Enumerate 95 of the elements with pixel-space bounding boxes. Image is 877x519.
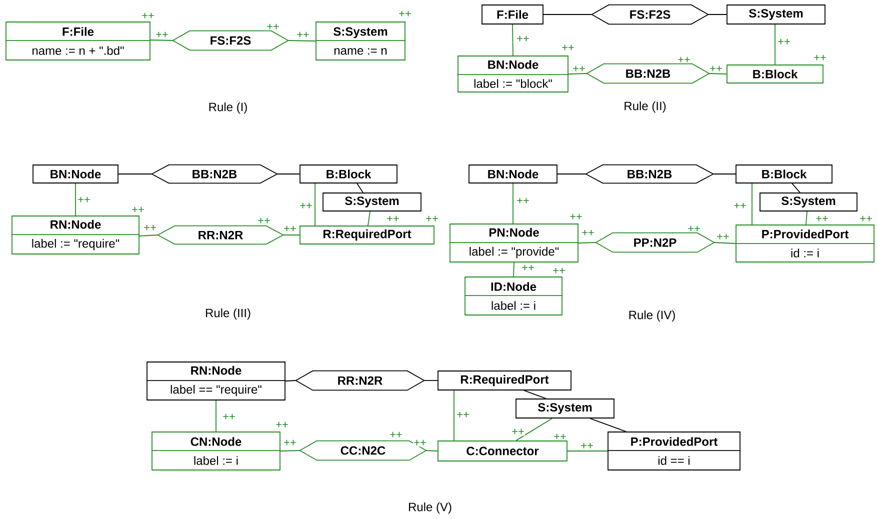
connector-line	[356, 183, 364, 193]
class-box: S:System	[726, 4, 826, 24]
edge-label: ++	[709, 65, 723, 73]
plus-marker: ++	[860, 216, 872, 222]
connector-line	[516, 418, 552, 441]
edge-label: ++	[283, 225, 297, 233]
connector-line	[590, 418, 626, 432]
connector-line	[314, 183, 316, 226]
class-box: ID:Node label := i	[464, 276, 563, 316]
edge-label: ++	[581, 229, 595, 237]
connector-line	[806, 211, 808, 225]
rule-caption: Rule (IV)	[629, 310, 675, 322]
class-box: P:ProvidedPort id == i	[607, 432, 741, 470]
connector-line	[512, 24, 514, 56]
edge-label: ++	[77, 196, 91, 204]
connector-line	[714, 242, 736, 244]
plus-marker: ++	[142, 12, 154, 18]
connector-line	[774, 24, 776, 65]
connector-line	[282, 234, 300, 236]
class-box: B:Block	[300, 164, 398, 184]
connector-line	[139, 234, 158, 236]
edge-label: ++	[299, 202, 313, 210]
plus-marker: ++	[554, 434, 566, 440]
connector-line	[285, 380, 296, 382]
class-box: C:Connector	[438, 440, 568, 462]
class-box: S:System name := n	[315, 22, 406, 60]
connector-line	[280, 450, 300, 452]
class-box: F:File name := n + ".bd"	[5, 22, 151, 60]
plus-marker: ++	[276, 422, 288, 428]
connector-line	[568, 73, 588, 74]
rule-caption: Rule (I)	[209, 102, 247, 114]
edge-label: ++	[777, 38, 791, 46]
edge-label: ++	[155, 31, 169, 39]
rule-caption: Rule (II)	[624, 101, 666, 113]
connector-line	[424, 380, 438, 381]
class-box: B:Block	[726, 64, 824, 84]
class-box: B:Block	[736, 164, 832, 184]
plus-marker: ++	[562, 44, 574, 50]
plus-marker: ++	[688, 226, 700, 232]
class-box: BN:Node label := "block"	[457, 56, 569, 92]
class-box: R:RequiredPort	[438, 370, 572, 390]
rule-caption: Rule (III)	[206, 308, 250, 320]
connector-line	[578, 242, 596, 244]
connector-line	[368, 211, 370, 226]
class-box: S:System	[760, 192, 858, 212]
class-box: RN:Node label := "require"	[11, 216, 140, 254]
edge-label: ++	[516, 35, 530, 43]
edge-label: ++	[283, 439, 297, 447]
connector-line	[524, 390, 546, 399]
edge-label: ++	[143, 224, 157, 232]
plus-marker: ++	[814, 54, 826, 60]
edge-label: ++	[716, 233, 730, 241]
edge-label: ++	[296, 31, 310, 39]
plus-marker: ++	[390, 432, 402, 438]
edge-label: ++	[572, 65, 586, 73]
connector-line	[288, 40, 316, 42]
edge-label: ++	[222, 413, 236, 421]
edge-label: ++	[511, 428, 525, 436]
class-box: BN:Node	[32, 164, 118, 184]
connector-line	[513, 262, 514, 277]
plus-marker: ++	[258, 218, 270, 224]
class-box: S:System	[322, 192, 422, 212]
connector-line	[708, 14, 727, 15]
edge-label: ++	[580, 442, 594, 450]
connector-line	[150, 40, 174, 41]
connector-line	[708, 73, 727, 74]
edge-label: ++	[456, 411, 470, 419]
plus-marker: ++	[267, 24, 279, 30]
connector-line	[512, 183, 514, 224]
class-box: P:ProvidedPort id := i	[735, 224, 875, 262]
rule-caption: Rule (V)	[409, 502, 452, 514]
class-box: PN:Node label := "provide"	[449, 224, 579, 262]
edge-label: ++	[516, 197, 530, 205]
plus-marker: ++	[570, 214, 582, 220]
connector-line	[543, 14, 592, 15]
edge-label: ++	[386, 215, 400, 223]
class-box: RN:Node label == "require"	[146, 362, 286, 400]
plus-marker: ++	[132, 206, 144, 212]
connector-line	[792, 183, 800, 193]
plus-marker: ++	[553, 268, 565, 274]
connector-line	[75, 183, 76, 216]
edge-label: ++	[413, 439, 427, 447]
connector-line	[567, 450, 608, 452]
edge-label: ++	[733, 202, 747, 210]
plus-marker: ++	[399, 10, 411, 16]
edge-label: ++	[815, 215, 829, 223]
class-box: S:System	[516, 398, 614, 418]
plus-marker: ++	[426, 216, 438, 222]
class-box: BN:Node	[468, 164, 558, 184]
plus-marker: ++	[678, 56, 690, 62]
connector-line	[426, 450, 438, 452]
edge-label: ++	[521, 264, 535, 272]
class-box: F:File	[482, 4, 544, 24]
class-box: CN:Node label := i	[151, 432, 281, 470]
class-box: R:RequiredPort	[300, 226, 434, 244]
